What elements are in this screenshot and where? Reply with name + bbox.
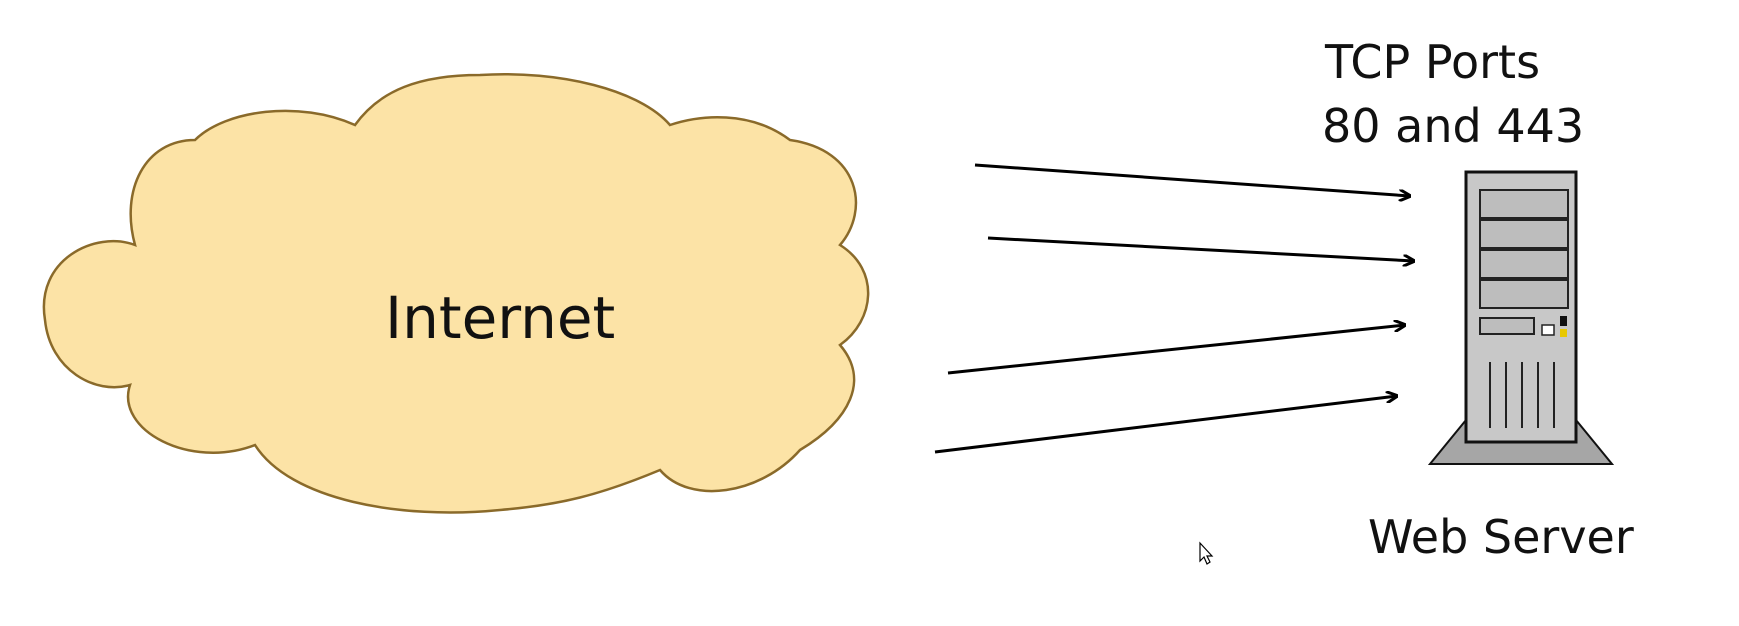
mouse-pointer-icon	[1199, 541, 1214, 565]
cloud-label: Internet	[385, 284, 615, 352]
drive-bay-4	[1479, 279, 1569, 309]
internet-cloud: Internet	[42, 73, 870, 514]
server-label: Web Server	[1368, 510, 1634, 564]
led-yellow	[1560, 329, 1567, 337]
floppy-slot	[1479, 317, 1535, 335]
arrow-2	[987, 236, 1414, 261]
arrow-3	[947, 325, 1405, 375]
arrow-1	[974, 163, 1410, 196]
vent-lines	[1489, 362, 1555, 428]
cloud-shape	[42, 73, 870, 514]
ports-label: TCP Ports 80 and 443	[1322, 35, 1584, 153]
drive-bay-2	[1479, 219, 1569, 249]
power-button	[1541, 324, 1555, 336]
led-dark	[1560, 316, 1567, 326]
drive-bay-1	[1479, 189, 1569, 219]
arrow-4	[934, 396, 1397, 454]
ports-label-line2: 80 and 443	[1322, 99, 1584, 153]
ports-label-line1: TCP Ports	[1324, 35, 1540, 89]
arrows	[934, 163, 1414, 454]
drive-bay-3	[1479, 249, 1569, 279]
server-icon	[1427, 170, 1615, 465]
